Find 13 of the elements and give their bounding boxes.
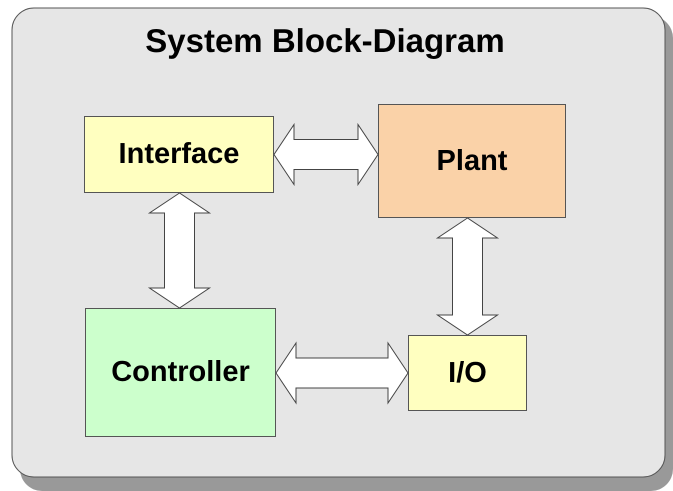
block-box (85, 308, 276, 437)
block-arrow (148, 192, 212, 309)
block-arrow (275, 341, 409, 405)
diagram-title: System Block-Diagram (144, 22, 506, 60)
block-box (84, 116, 274, 193)
block-box (408, 335, 527, 411)
block-box (378, 104, 566, 218)
block-arrow (436, 217, 500, 336)
block-label: I/O (448, 356, 487, 390)
block-label: Plant (436, 144, 508, 178)
block-label: Controller (111, 356, 250, 389)
block-label: Interface (118, 138, 240, 171)
block-arrow (273, 122, 379, 186)
